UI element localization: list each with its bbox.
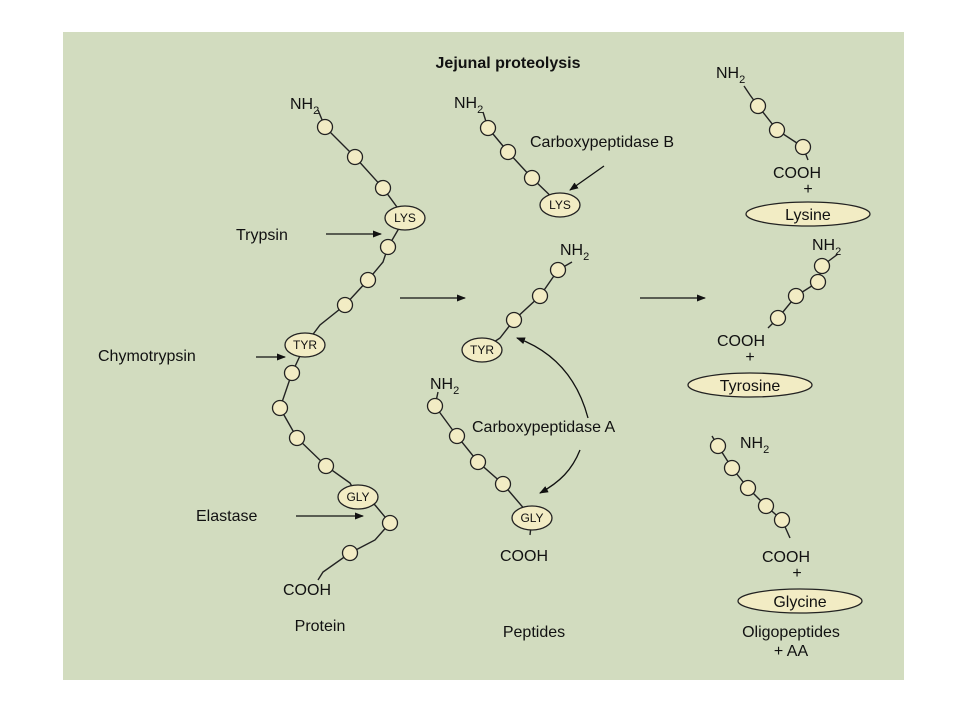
protein-carboxyl-end: COOH: [283, 582, 331, 599]
amino-acid-bead: [316, 118, 334, 136]
glycine-product: [737, 588, 863, 614]
chymotrypsin-label: Chymotrypsin: [98, 348, 196, 365]
amino-acid-bead: [381, 514, 399, 532]
right1-carboxyl-end: COOH: [773, 165, 821, 182]
amino-acid-bead: [448, 427, 466, 445]
lys-residue: [384, 205, 426, 231]
right3-carboxyl-end: COOH: [762, 549, 810, 566]
plus-sign: +: [792, 565, 801, 582]
amino-acid-bead: [531, 287, 549, 305]
tyrosine-product: [687, 372, 813, 398]
plus-sign: +: [803, 181, 812, 198]
right2-amino-end: NH2: [812, 237, 841, 258]
amino-acid-bead: [426, 397, 444, 415]
amino-acid-bead: [505, 311, 523, 329]
oligopeptide-chain-2: [767, 253, 839, 329]
amino-acid-bead: [336, 296, 354, 314]
amino-acid-bead: [549, 261, 567, 279]
amino-acid-bead: [288, 429, 306, 447]
protein-amino-end: NH2: [290, 96, 319, 117]
amino-acid-bead: [499, 143, 517, 161]
amino-acid-bead: [749, 97, 767, 115]
amino-acid-bead: [757, 497, 775, 515]
carboxypeptidase-a-label: Carboxypeptidase A: [472, 419, 616, 436]
amino-acid-bead: [283, 364, 301, 382]
carboxypeptidase-b-label: Carboxypeptidase B: [530, 134, 674, 151]
plus-aa-label: + AA: [774, 643, 809, 660]
amino-acid-bead: [479, 119, 497, 137]
amino-acid-bead: [709, 437, 727, 455]
peptide-chain-3: GLY: [426, 391, 553, 536]
tyr-label: TYR: [293, 338, 317, 352]
amino-acid-bead: [523, 169, 541, 187]
gly-residue: [511, 505, 553, 531]
right2-carboxyl-end: COOH: [717, 333, 765, 350]
amino-acid-bead: [469, 453, 487, 471]
oligopeptides-label: Oligopeptides: [742, 624, 840, 641]
carboxypeptidase-a-arrow-up: [516, 337, 589, 419]
protein-chain: LYS TYR GLY: [271, 109, 426, 581]
peptide3-amino-end: NH2: [430, 376, 459, 397]
amino-acid-bead: [769, 309, 787, 327]
peptide-chain-2: TYR: [461, 261, 573, 363]
tyrosine-label: Tyrosine: [720, 378, 781, 395]
carboxypeptidase-a-arrow-down: [539, 449, 581, 494]
oligopeptide-chain-3: [709, 435, 791, 539]
elastase-label: Elastase: [196, 508, 257, 525]
tyr-residue: [284, 332, 326, 358]
lysine-product: [745, 201, 871, 227]
amino-acid-bead: [739, 479, 757, 497]
amino-acid-bead: [359, 271, 377, 289]
diagram-title: Jejunal proteolysis: [436, 55, 581, 72]
gly-residue: [337, 484, 379, 510]
protein-label: Protein: [295, 618, 346, 635]
tyr-label: TYR: [470, 343, 494, 357]
peptide-chain-1: LYS: [479, 111, 581, 218]
right1-amino-end: NH2: [716, 65, 745, 86]
amino-acid-bead: [317, 457, 335, 475]
amino-acid-bead: [379, 238, 397, 256]
amino-acid-bead: [794, 138, 812, 156]
lys-label: LYS: [394, 211, 416, 225]
amino-acid-bead: [809, 273, 827, 291]
lys-label: LYS: [549, 198, 571, 212]
amino-acid-bead: [773, 511, 791, 529]
oligopeptide-chain-1: [743, 85, 812, 161]
amino-acid-bead: [271, 399, 289, 417]
gly-label: GLY: [520, 511, 543, 525]
lys-residue: [539, 192, 581, 218]
tyr-residue: [461, 337, 503, 363]
amino-acid-bead: [494, 475, 512, 493]
amino-acid-bead: [813, 257, 831, 275]
amino-acid-bead: [787, 287, 805, 305]
lysine-label: Lysine: [785, 207, 831, 224]
amino-acid-bead: [346, 148, 364, 166]
peptides-label: Peptides: [503, 624, 565, 641]
amino-acid-bead: [768, 121, 786, 139]
plus-sign: +: [745, 349, 754, 366]
peptide1-amino-end: NH2: [454, 95, 483, 116]
amino-acid-bead: [374, 179, 392, 197]
glycine-label: Glycine: [773, 594, 826, 611]
gly-label: GLY: [346, 490, 369, 504]
peptide3-carboxyl-end: COOH: [500, 548, 548, 565]
right3-amino-end: NH2: [740, 435, 769, 456]
amino-acid-bead: [723, 459, 741, 477]
trypsin-label: Trypsin: [236, 227, 288, 244]
carboxypeptidase-b-arrow: [569, 165, 605, 191]
peptide2-amino-end: NH2: [560, 242, 589, 263]
amino-acid-bead: [341, 544, 359, 562]
